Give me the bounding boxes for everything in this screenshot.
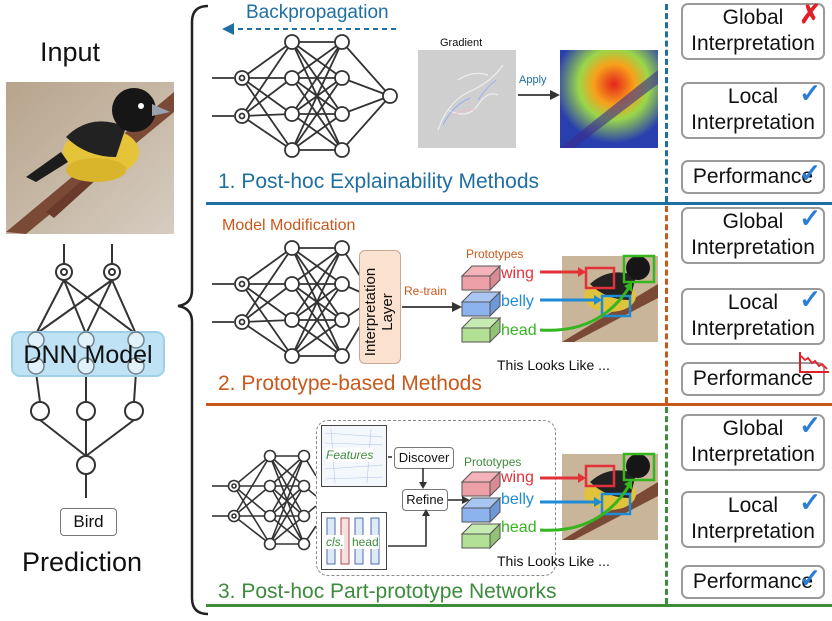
vdash-green bbox=[665, 407, 668, 604]
model-modification-label: Model Modification bbox=[222, 217, 356, 234]
backprop-arrow bbox=[222, 23, 396, 35]
vdash-orange bbox=[665, 206, 668, 403]
check-icon: ✓ bbox=[799, 487, 821, 517]
s3-bird-prototypes bbox=[540, 452, 658, 540]
output-label: Bird bbox=[60, 508, 117, 536]
check-icon: ✓ bbox=[799, 410, 821, 440]
s2-belly-label: belly bbox=[501, 293, 534, 310]
retrain-arrow bbox=[402, 302, 462, 312]
heatmap-image bbox=[560, 50, 658, 148]
backprop-label: Backpropagation bbox=[246, 2, 389, 23]
section1-title: 1. Post-hoc Explainability Methods bbox=[218, 170, 539, 193]
input-bird-image bbox=[6, 82, 174, 234]
section2-title: 2. Prototype-based Methods bbox=[218, 372, 482, 395]
check-icon: ✓ bbox=[799, 203, 821, 233]
apply-label: Apply bbox=[519, 74, 547, 86]
s3-belly-label: belly bbox=[501, 491, 534, 508]
dnn-model-label: DNN Model bbox=[23, 341, 153, 369]
s3-looks-like-label: This Looks Like ... bbox=[497, 553, 610, 569]
curly-brace bbox=[177, 4, 209, 616]
s2-badge-performance: Performance bbox=[681, 362, 825, 396]
apply-arrow bbox=[518, 90, 560, 100]
gradient-label: Gradient bbox=[440, 37, 483, 49]
vdash-blue bbox=[665, 4, 668, 202]
input-label: Input bbox=[40, 37, 101, 67]
network-1 bbox=[212, 34, 398, 158]
divider-orange bbox=[206, 403, 832, 406]
s3-wing-label: wing bbox=[501, 469, 534, 486]
features-label: Features bbox=[326, 448, 374, 462]
s2-prototypes-label: Prototypes bbox=[466, 247, 524, 261]
s2-bird-prototypes bbox=[540, 254, 658, 342]
check-icon: ✓ bbox=[799, 284, 821, 314]
s3-prototypes-label: Prototypes bbox=[464, 455, 522, 469]
interpretation-layer-label: Interpretation Layer bbox=[362, 267, 396, 357]
s2-prototype-blocks bbox=[460, 264, 502, 344]
s1-badge-performance: Performance ✓ bbox=[681, 158, 825, 194]
check-icon: ✓ bbox=[799, 158, 821, 188]
s3-prototype-blocks bbox=[460, 470, 502, 550]
check-icon: ✓ bbox=[799, 563, 821, 593]
gradient-map bbox=[418, 50, 516, 148]
refine-box: Refine bbox=[402, 489, 448, 511]
head-token-label: head bbox=[352, 535, 379, 549]
dnn-model-network bbox=[11, 244, 165, 498]
discover-box: Discover bbox=[394, 447, 454, 469]
section3-title: 3. Post-hoc Part-prototype Networks bbox=[218, 580, 557, 603]
s3-dashed-region bbox=[316, 420, 556, 576]
divider-blue bbox=[206, 202, 832, 205]
divider-green bbox=[206, 604, 832, 607]
network-2 bbox=[212, 240, 361, 364]
trend-down-icon bbox=[799, 352, 829, 373]
prediction-label: Prediction bbox=[22, 547, 143, 577]
s3-badge-performance: Performance ✓ bbox=[681, 563, 825, 599]
cross-icon: ✗ bbox=[799, 0, 821, 29]
check-icon: ✓ bbox=[799, 78, 821, 108]
s2-looks-like-label: This Looks Like ... bbox=[497, 357, 610, 373]
s2-head-label: head bbox=[501, 322, 537, 339]
network-3 bbox=[212, 449, 316, 551]
s2-wing-label: wing bbox=[501, 265, 534, 282]
s3-head-label: head bbox=[501, 519, 537, 536]
cls-token-label: cls. bbox=[326, 535, 344, 549]
interpretation-layer bbox=[359, 250, 401, 364]
s3-flow-arrows bbox=[388, 456, 470, 547]
retrain-label: Re-train bbox=[404, 284, 447, 298]
